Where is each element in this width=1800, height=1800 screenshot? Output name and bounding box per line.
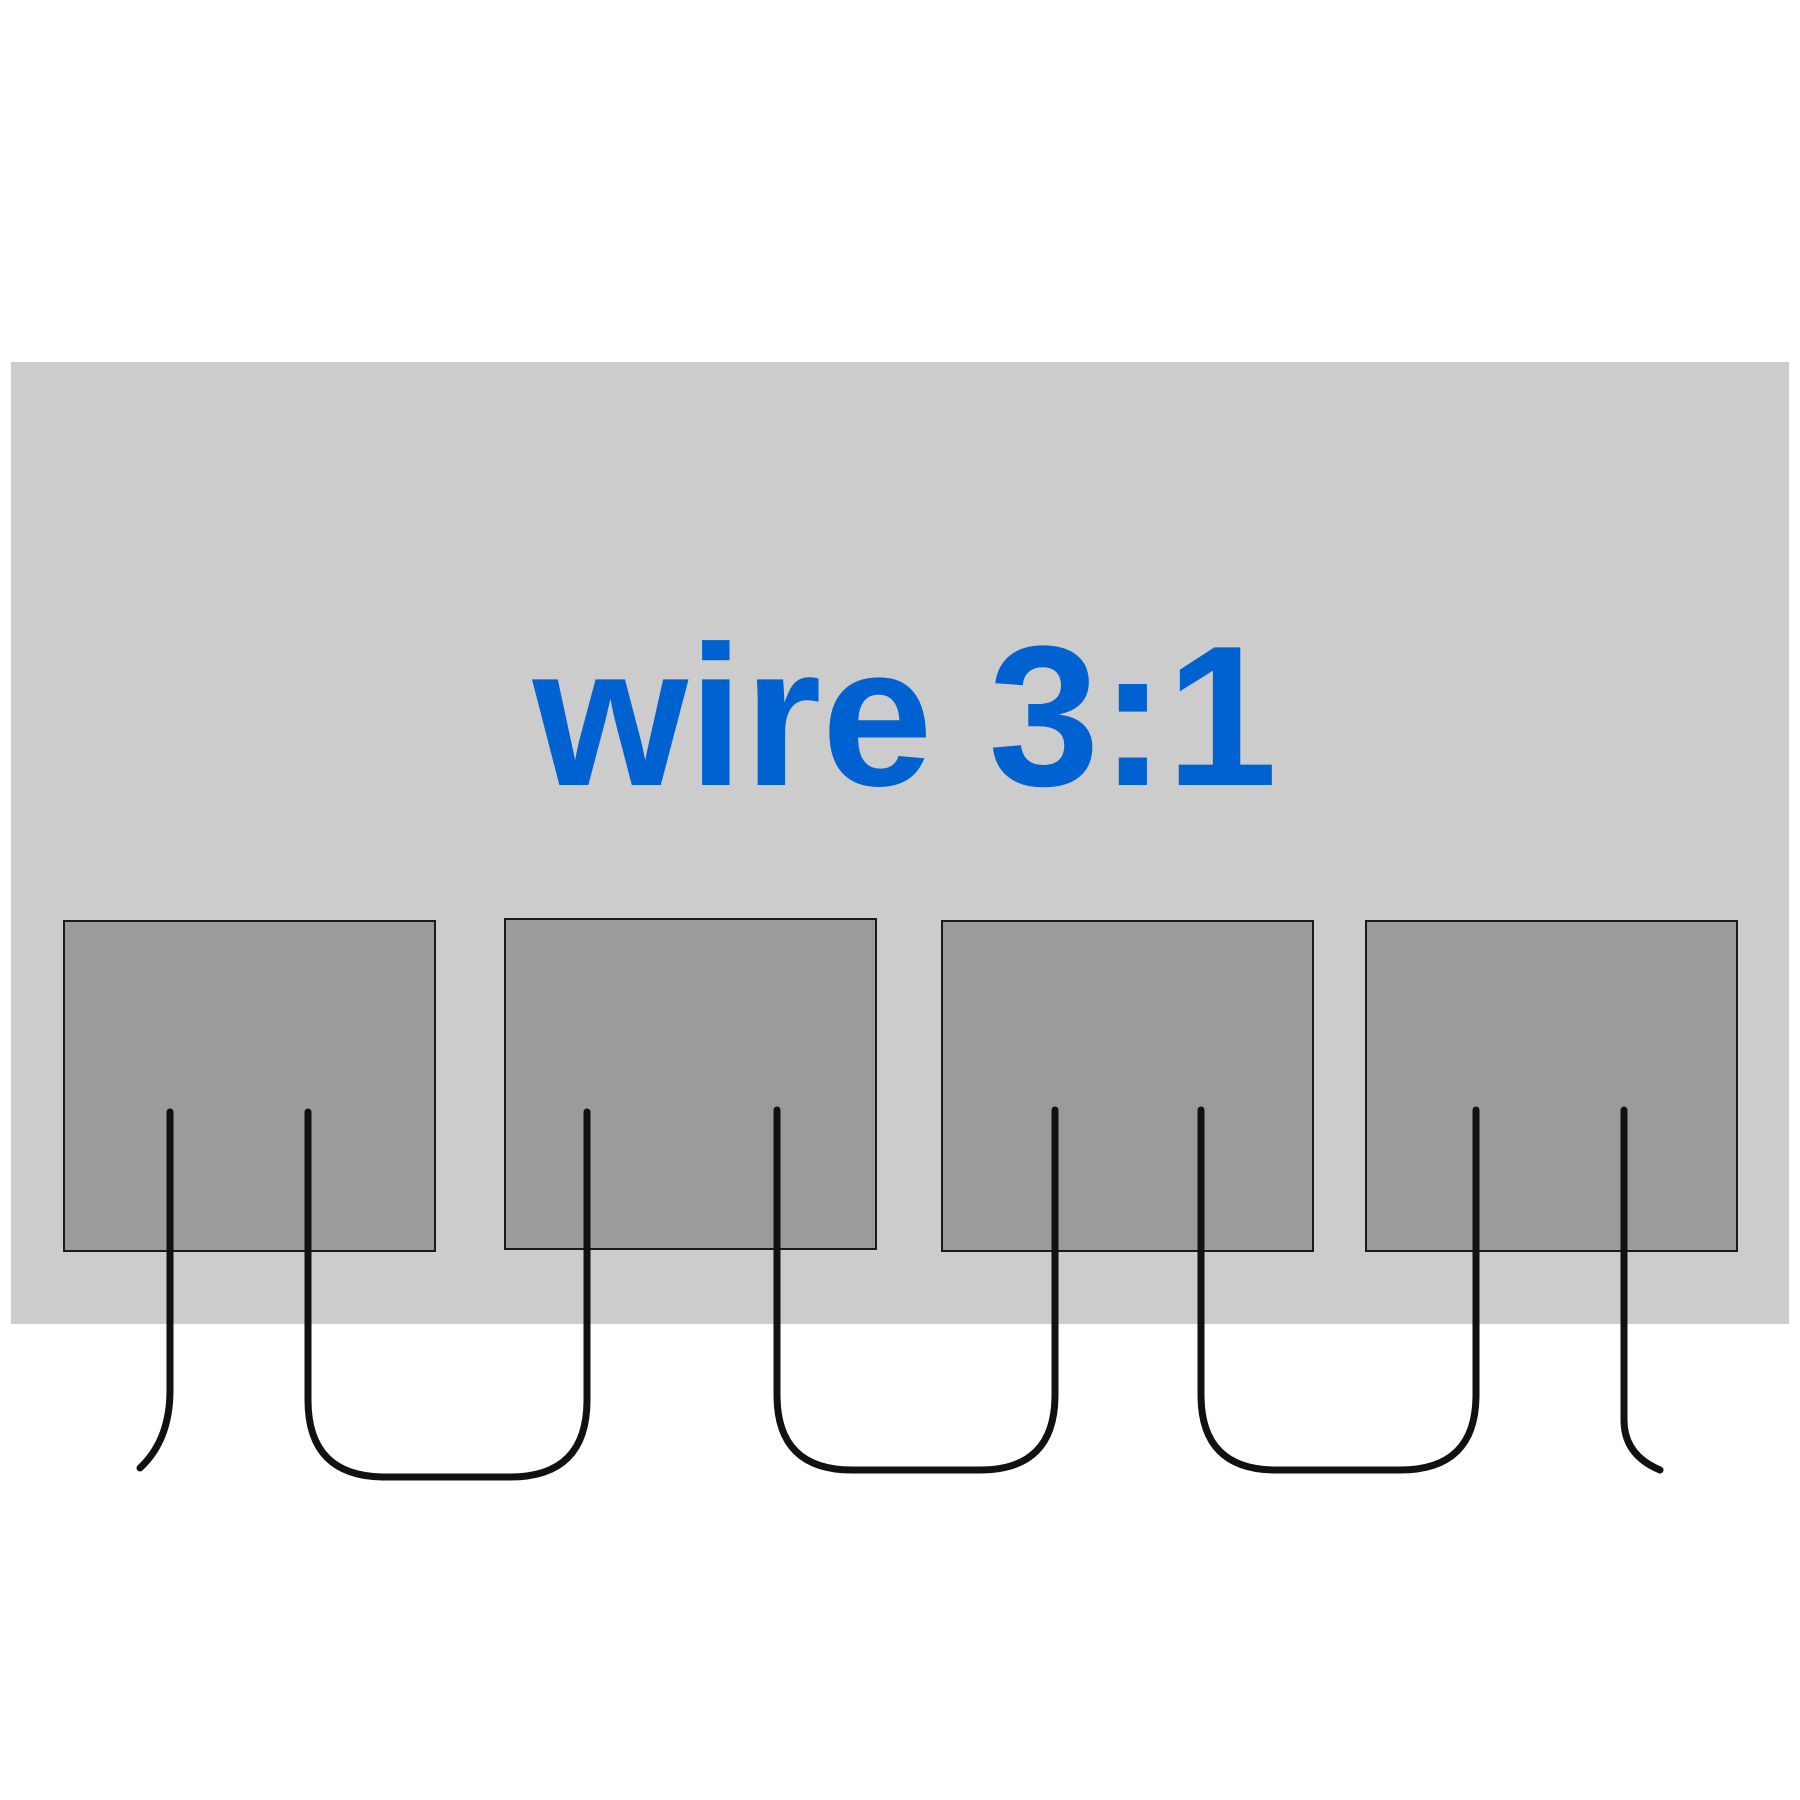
wire-loop-3 (1197, 1106, 1480, 1474)
wire-lead-left (136, 1108, 174, 1472)
diagram-title: wire 3:1 (532, 605, 1278, 828)
wire-loop-2 (773, 1106, 1059, 1474)
slot-4 (1365, 920, 1738, 1252)
wire-lead-right (1620, 1106, 1664, 1474)
wire-loop-1 (304, 1108, 591, 1481)
slot-2 (504, 918, 877, 1250)
slot-3 (941, 920, 1314, 1252)
slot-1 (63, 920, 436, 1252)
